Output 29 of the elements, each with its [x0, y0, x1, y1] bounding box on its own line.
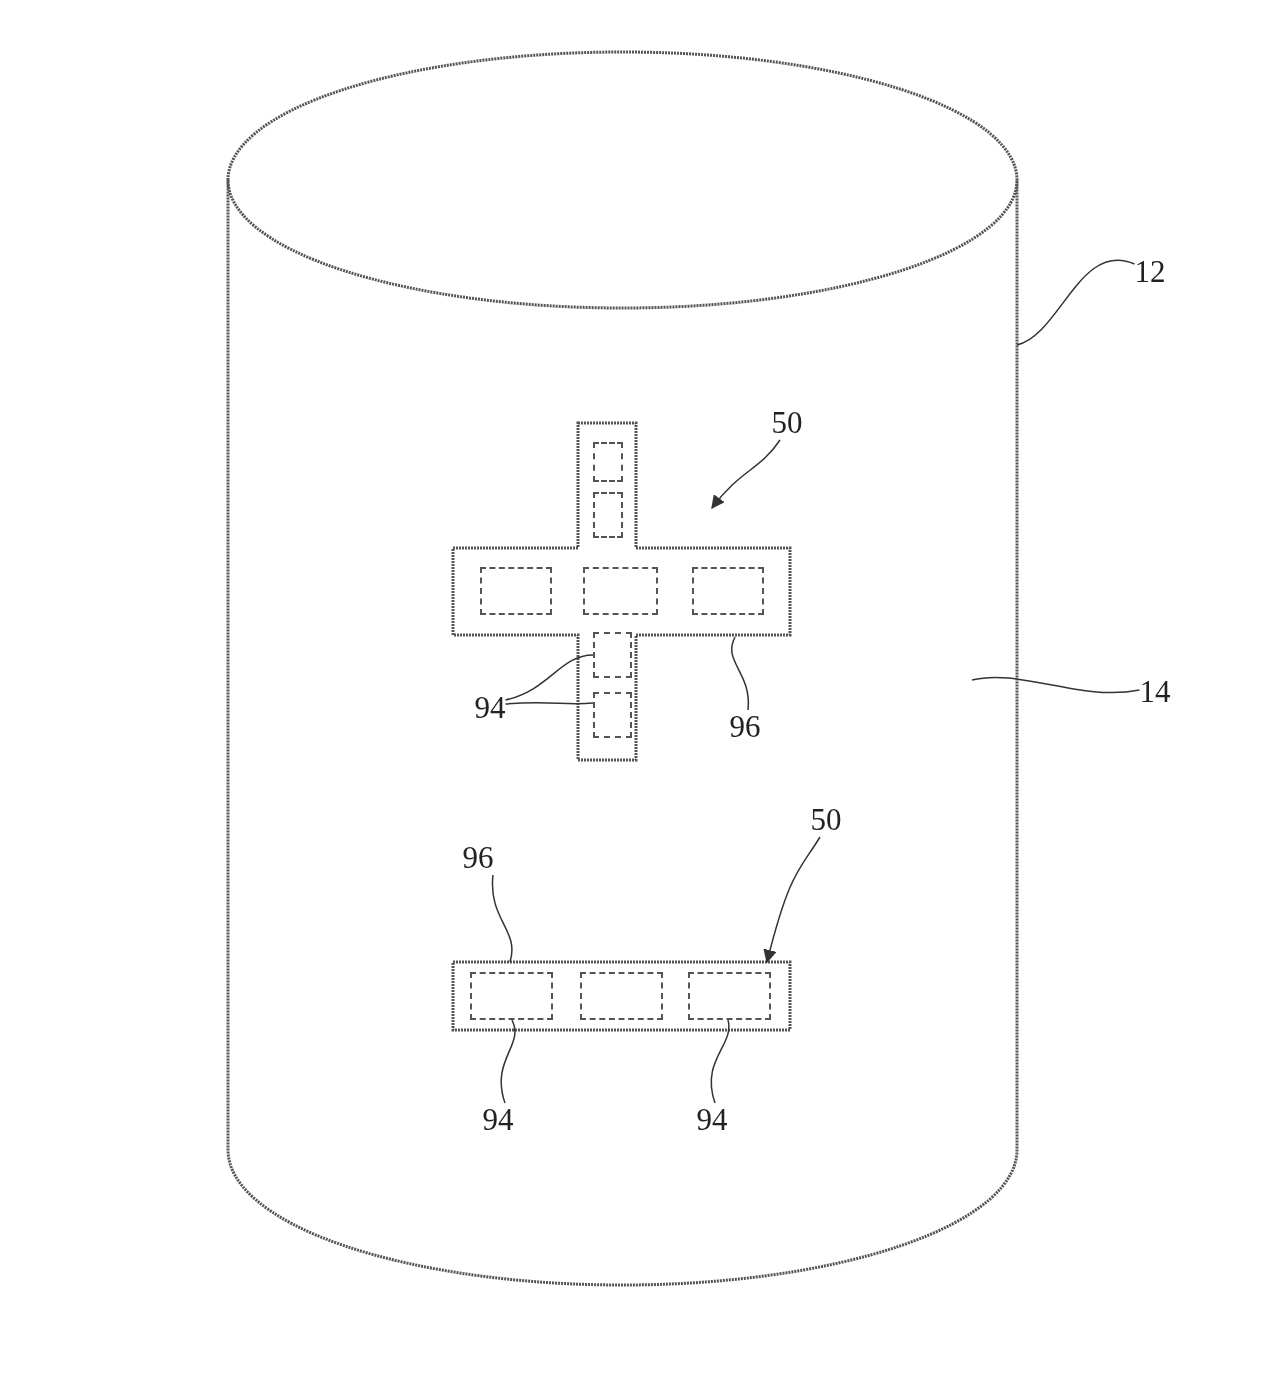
- dashed-pad-outline: [593, 632, 632, 678]
- leader-line: [504, 701, 594, 705]
- dashed-pad-outline: [580, 972, 663, 1020]
- leader-line: [500, 1019, 516, 1104]
- leader-line: [710, 1019, 730, 1104]
- dashed-pad-outline: [583, 567, 658, 615]
- dashed-pad-outline: [593, 442, 623, 482]
- callout-number: 50: [810, 803, 842, 837]
- leader-line: [971, 676, 1141, 694]
- callout-number: 94: [696, 1103, 728, 1137]
- arrow: [711, 439, 781, 510]
- callout-number: 94: [482, 1103, 514, 1137]
- dashed-pad-outline: [688, 972, 771, 1020]
- dashed-pad-outline: [593, 492, 623, 538]
- leader-line: [731, 636, 750, 711]
- callout-number: 94: [474, 691, 506, 725]
- callout-number: 14: [1139, 675, 1171, 709]
- dashed-pad-outline: [470, 972, 553, 1020]
- dashed-pad-outline: [593, 692, 632, 738]
- leader-line: [1016, 259, 1136, 346]
- dashed-pad-outline: [480, 567, 552, 615]
- dashed-pad-outline: [692, 567, 764, 615]
- cylinder-outline: [228, 52, 1017, 1285]
- callout-number: 96: [729, 710, 761, 744]
- leader-line: [491, 874, 513, 963]
- strip-patch: [453, 962, 790, 1030]
- callout-number: 96: [462, 841, 494, 875]
- callout-number: 50: [771, 406, 803, 440]
- callout-number: 12: [1134, 255, 1166, 289]
